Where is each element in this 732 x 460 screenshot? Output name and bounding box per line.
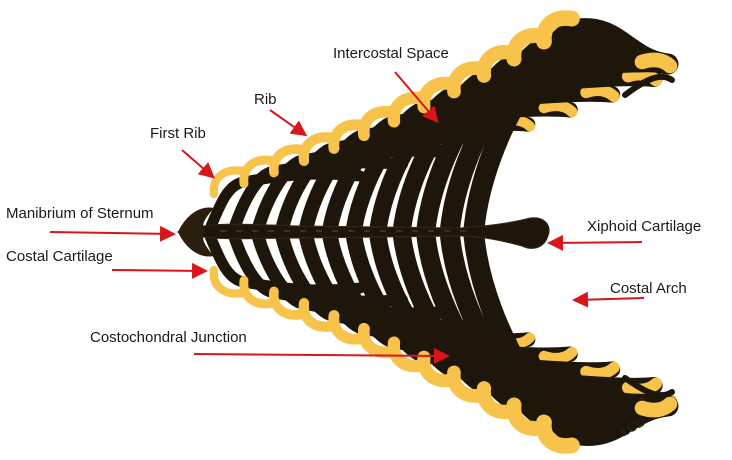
arrow-first-rib bbox=[181, 149, 216, 179]
costal-cartilage-upper bbox=[239, 155, 277, 189]
arrow-costal-cartilage bbox=[111, 262, 208, 279]
costal-cartilage-upper bbox=[328, 119, 368, 154]
costal-cartilage-upper bbox=[358, 105, 398, 142]
rib-tip-lower bbox=[538, 346, 578, 364]
rib-tip-upper bbox=[538, 100, 578, 118]
rib-tip-upper bbox=[580, 84, 620, 103]
arrow-intercostal-space bbox=[394, 71, 439, 124]
arrow-costal-arch bbox=[572, 291, 645, 308]
costal-cartilage-lower bbox=[239, 275, 277, 309]
sternum-layer bbox=[176, 207, 550, 257]
label-costal-cartilage: Costal Cartilage bbox=[6, 248, 113, 265]
rib-tip-lower bbox=[580, 361, 620, 380]
costal-cartilage-lower bbox=[536, 414, 580, 454]
label-xiphoid-cartilage: Xiphoid Cartilage bbox=[587, 218, 702, 235]
label-intercostal-space: Intercostal Space bbox=[333, 45, 449, 62]
manubrium bbox=[178, 207, 214, 257]
rib-bone-lower bbox=[463, 225, 679, 447]
arrow-rib bbox=[269, 109, 308, 137]
rib-tip-lower bbox=[634, 396, 678, 418]
costal-cartilage-upper bbox=[269, 144, 307, 178]
costal-cartilage-lower bbox=[328, 310, 368, 345]
label-first-rib: First Rib bbox=[150, 125, 206, 142]
arrow-xiphoid-cartilage bbox=[547, 234, 643, 251]
costal-cartilage-lower bbox=[298, 298, 338, 332]
costal-cartilage-lower bbox=[209, 265, 247, 298]
costal-cartilage-upper bbox=[209, 166, 247, 199]
label-costochondral-junction: Costochondral Junction bbox=[90, 329, 247, 346]
rib-tip-upper bbox=[634, 52, 678, 74]
ribs-layer bbox=[204, 10, 679, 454]
costal-cartilage-upper bbox=[298, 132, 338, 166]
costal-cartilage-lower bbox=[358, 322, 398, 359]
rib-bone-upper bbox=[463, 18, 679, 240]
arrow-manibrium-of-sternum bbox=[49, 225, 176, 242]
label-manibrium-of-sternum: Manibrium of Sternum bbox=[6, 205, 154, 222]
arrows-layer bbox=[49, 71, 645, 364]
floating-rib bbox=[622, 73, 675, 98]
arrow-costochondral-junction bbox=[193, 347, 450, 364]
label-costal-arch: Costal Arch bbox=[610, 280, 687, 297]
floating-rib bbox=[622, 375, 675, 399]
costal-cartilage-lower bbox=[269, 286, 307, 320]
label-rib: Rib bbox=[254, 91, 277, 108]
costal-cartilage-upper bbox=[536, 10, 580, 50]
